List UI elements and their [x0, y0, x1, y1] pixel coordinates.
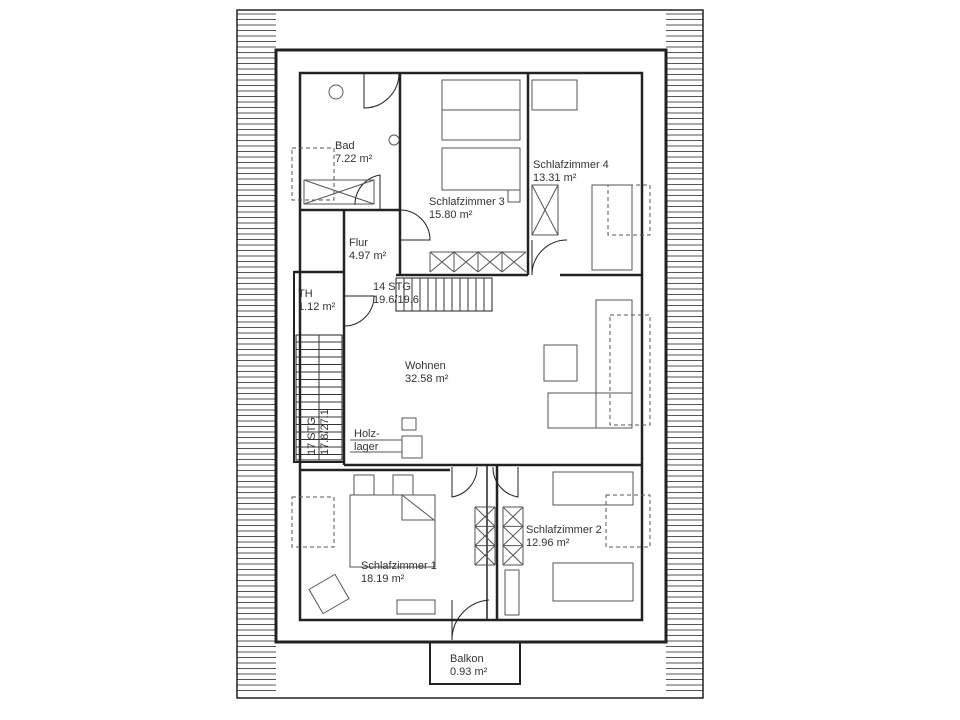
room-name: Balkon — [450, 653, 484, 665]
room-area: 7.22 m² — [335, 153, 373, 165]
line — [477, 251, 503, 273]
line — [502, 525, 524, 547]
line — [502, 506, 524, 527]
room-name: Schlafzimmer 3 — [429, 196, 505, 208]
stair-ratio: 17.8/27.1 — [319, 409, 331, 455]
walls — [236, 9, 704, 699]
line — [474, 506, 496, 527]
room-name: TH — [298, 288, 313, 300]
room-name: Schlafzimmer 4 — [533, 159, 609, 171]
line — [474, 545, 496, 566]
room-area: 12.96 m² — [526, 537, 570, 549]
room-area: 15.80 m² — [429, 209, 473, 221]
room-area: 13.31 m² — [533, 172, 577, 184]
line — [429, 251, 455, 273]
line — [453, 251, 479, 273]
holzlager-line2: lager — [354, 441, 379, 453]
room-name: Schlafzimmer 2 — [526, 524, 602, 536]
room-area: 4.97 m² — [349, 250, 387, 262]
room-name: Schlafzimmer 1 — [361, 560, 437, 572]
stair-ratio: 19.6/19.6 — [373, 294, 419, 306]
room-name: Bad — [335, 140, 355, 152]
holzlager-line1: Holz- — [354, 428, 380, 440]
line — [501, 251, 527, 273]
room-name: Wohnen — [405, 360, 446, 372]
room-name: Flur — [349, 237, 368, 249]
room-area: 1.12 m² — [298, 301, 336, 313]
room-area: 18.19 m² — [361, 573, 405, 585]
furniture — [291, 79, 651, 616]
stair-steps: 14 STG — [373, 281, 411, 293]
stair-steps: 17 STG — [306, 417, 318, 455]
roof-hatching — [237, 13, 703, 691]
room-area: 32.58 m² — [405, 373, 449, 385]
line — [502, 545, 524, 566]
holzlager-label: Holz-lager — [354, 428, 380, 454]
line — [474, 525, 496, 547]
room-area: 0.93 m² — [450, 666, 488, 678]
